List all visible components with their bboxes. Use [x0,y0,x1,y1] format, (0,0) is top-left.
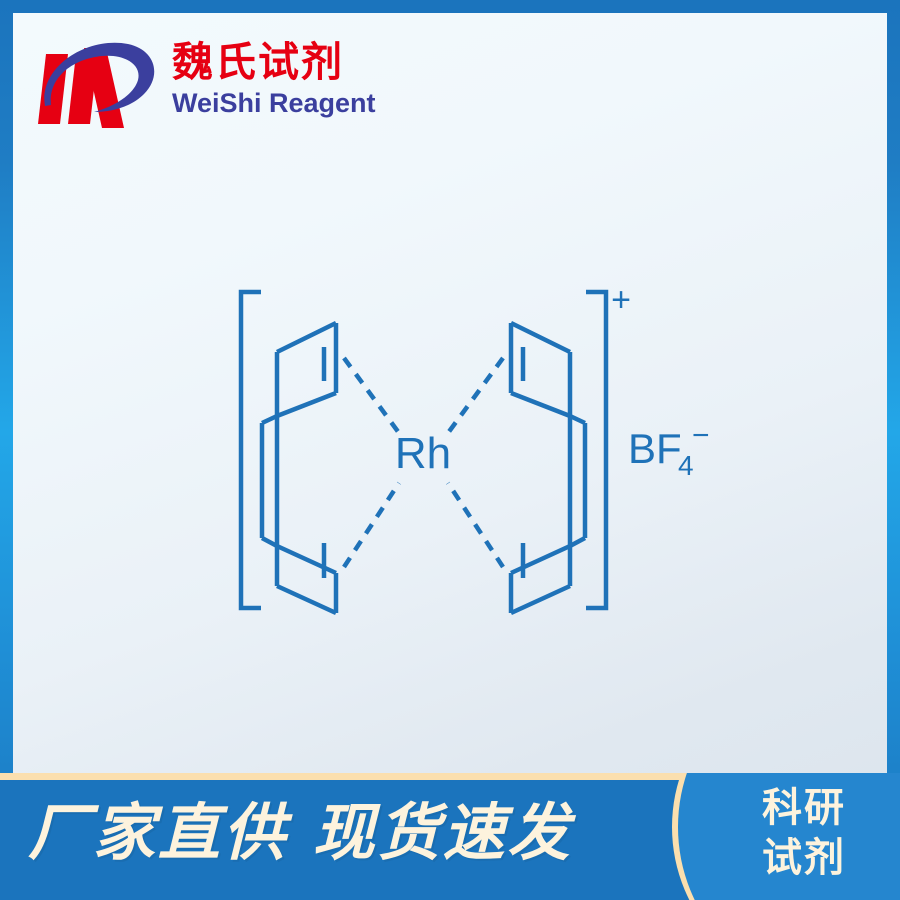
counterion-charge: − [692,419,710,452]
frame-top-bar [0,0,900,13]
left-cod-ligand [259,320,339,616]
frame-left-bar [0,0,13,900]
left-bracket [238,289,261,611]
weishi-w-logo-icon [38,42,155,128]
frame-right-bar [887,0,900,900]
banner-corner-line-2: 试剂 [762,835,846,881]
promo-banner: 厂家直供 现货速发 科研 试剂 [0,773,900,900]
content-area: 魏氏试剂 WeiShi Reagent [13,13,887,773]
banner-corner-text: 科研 试剂 [762,783,900,883]
cation-charge-label: + [611,281,631,319]
chemical-structure-diagram: Rh + BF 4 − [238,281,710,616]
dative-bonds [342,356,505,569]
counterion-element: BF [628,425,682,472]
logo-wordmark: 魏氏试剂 WeiShi Reagent [172,38,392,120]
logo-english-name: WeiShi Reagent [172,88,376,118]
counterion-subscript: 4 [678,450,694,481]
banner-corner-shape [672,773,900,900]
metal-center-label: Rh [395,429,451,478]
banner-background [0,773,900,900]
right-cod-ligand [508,320,588,616]
counterion-label: BF 4 − [628,419,710,481]
banner-headline: 厂家直供 现货速发 [28,796,573,869]
brand-logo: 魏氏试剂 WeiShi Reagent [32,26,392,146]
banner-corner-line-1: 科研 [762,785,846,831]
banner-top-rule [0,773,900,780]
logo-chinese-name: 魏氏试剂 [172,38,344,86]
right-bracket [586,289,609,611]
